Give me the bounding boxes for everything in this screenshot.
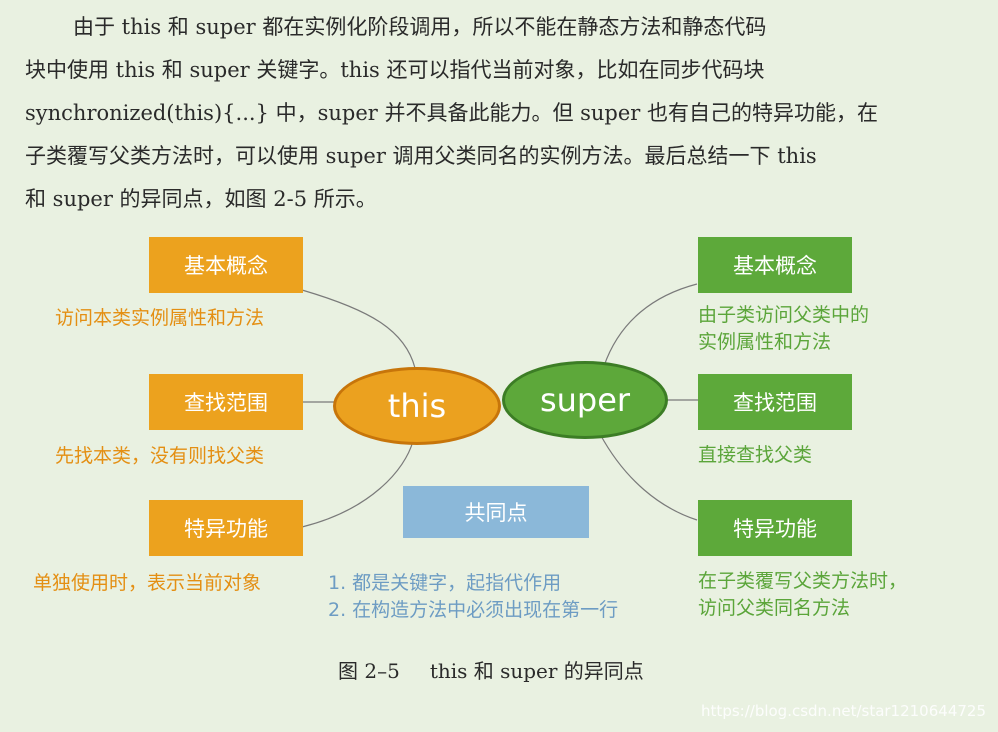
paragraph-line: 和 super 的异同点，如图 2-5 所示。 bbox=[25, 187, 377, 211]
figure-caption: 图 2–5 this 和 super 的异同点 bbox=[338, 655, 644, 684]
paragraph-line: synchronized(this){...} 中，super 并不具备此能力。… bbox=[25, 101, 879, 125]
super-special-desc-line: 访问父类同名方法 bbox=[698, 597, 851, 619]
super-scope-box: 查找范围 bbox=[698, 374, 852, 430]
super-concept-desc: 由子类访问父类中的 实例属性和方法 bbox=[698, 302, 938, 356]
super-special-desc: 在子类覆写父类方法时， 访问父类同名方法 bbox=[698, 568, 938, 622]
this-concept-box: 基本概念 bbox=[149, 237, 303, 293]
this-special-desc: 单独使用时，表示当前对象 bbox=[33, 572, 262, 594]
this-concept-desc: 访问本类实例属性和方法 bbox=[55, 307, 265, 329]
this-scope-box: 查找范围 bbox=[149, 374, 303, 430]
paragraph-line: 子类覆写父类方法时，可以使用 super 调用父类同名的实例方法。最后总结一下 … bbox=[25, 144, 817, 168]
this-scope-desc: 先找本类，没有则找父类 bbox=[55, 445, 265, 467]
connector-this-special bbox=[301, 440, 414, 528]
connector-super-concept bbox=[603, 283, 698, 367]
super-concept-box: 基本概念 bbox=[698, 237, 852, 293]
paragraph-line: 由于 this 和 super 都在实例化阶段调用，所以不能在静态方法和静态代码 bbox=[73, 15, 767, 39]
super-node: super bbox=[502, 361, 668, 439]
common-list: 1. 都是关键字，起指代作用 2. 在构造方法中必须出现在第一行 bbox=[328, 570, 688, 624]
connector-super-special bbox=[599, 433, 698, 521]
figure-caption-text: this 和 super 的异同点 bbox=[429, 659, 644, 683]
super-special-box: 特异功能 bbox=[698, 500, 852, 556]
connector-this-concept bbox=[301, 289, 416, 369]
this-node: this bbox=[333, 367, 501, 445]
super-scope-desc: 直接查找父类 bbox=[698, 444, 813, 466]
common-item: 1. 都是关键字，起指代作用 bbox=[328, 572, 562, 594]
body-paragraph: 由于 this 和 super 都在实例化阶段调用，所以不能在静态方法和静态代码… bbox=[25, 6, 955, 221]
common-item: 2. 在构造方法中必须出现在第一行 bbox=[328, 599, 619, 621]
figure-number: 图 2–5 bbox=[338, 659, 400, 683]
super-special-desc-line: 在子类覆写父类方法时， bbox=[698, 570, 908, 592]
super-concept-desc-line: 实例属性和方法 bbox=[698, 331, 832, 353]
this-special-box: 特异功能 bbox=[149, 500, 303, 556]
watermark: https://blog.csdn.net/star1210644725 bbox=[701, 702, 986, 720]
common-box: 共同点 bbox=[403, 486, 589, 538]
paragraph-line: 块中使用 this 和 super 关键字。this 还可以指代当前对象，比如在… bbox=[25, 58, 765, 82]
super-concept-desc-line: 由子类访问父类中的 bbox=[698, 304, 870, 326]
